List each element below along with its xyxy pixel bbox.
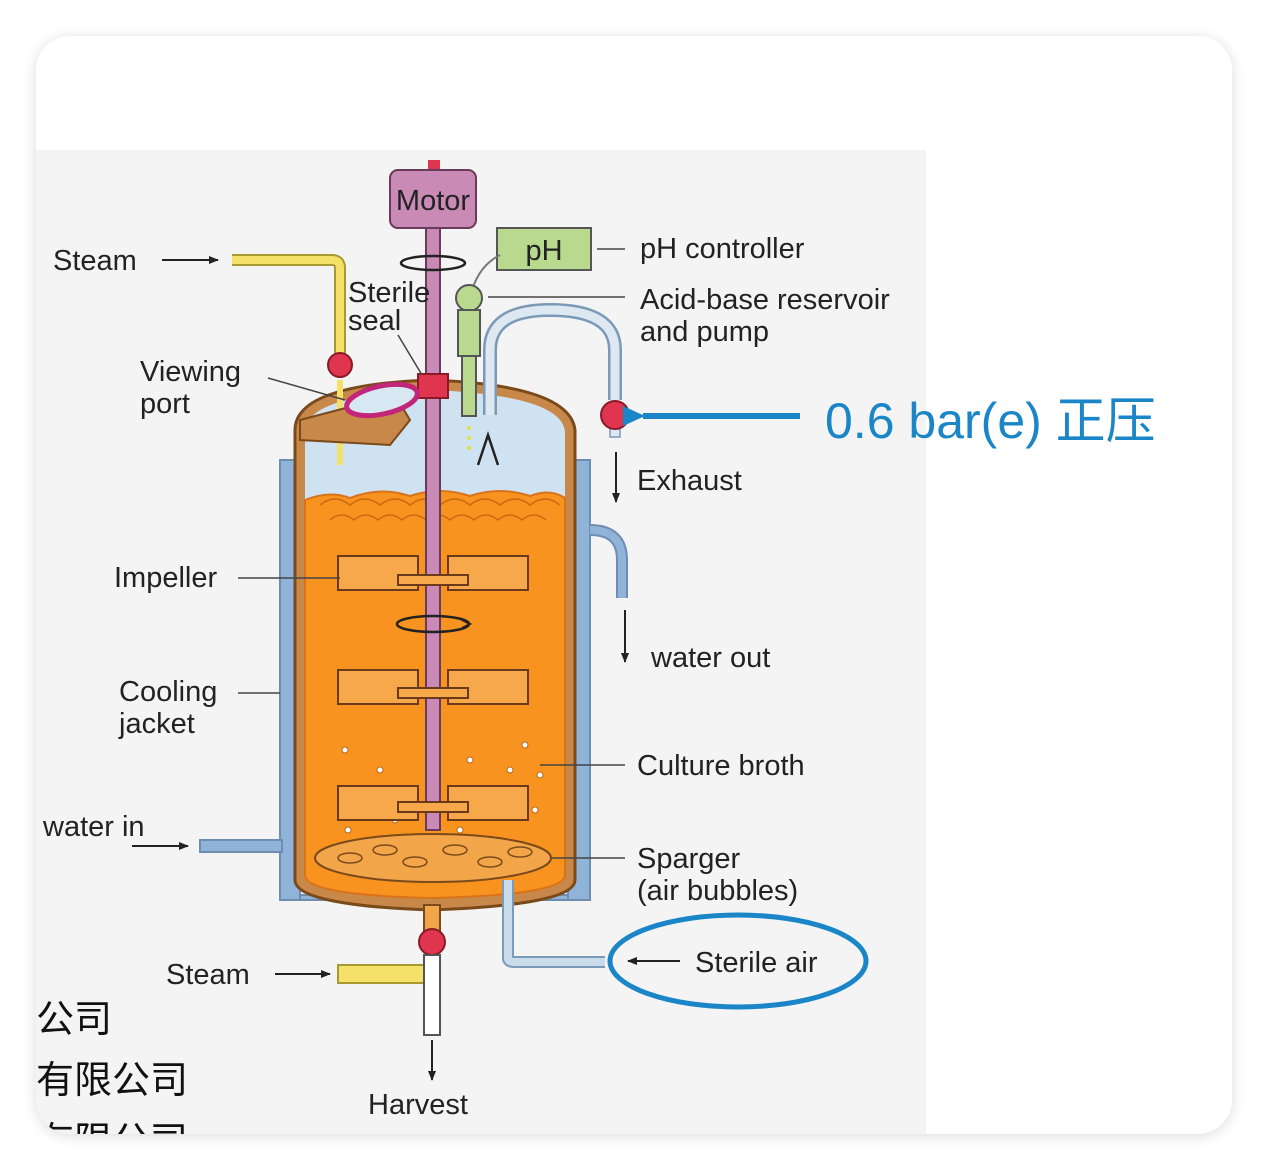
label-sparger: Sparger [637,843,741,875]
pressure-annotation: 0.6 bar(e) 正压 [825,393,1156,449]
label-ph-controller: pH controller [640,233,805,265]
motor-box [389,169,477,229]
impeller-shaft [425,224,441,831]
ph-box [496,227,592,271]
water-out-pipe [589,526,626,598]
label-harvest: Harvest [368,1089,468,1121]
label-water-in: water in [42,811,145,843]
label-port: port [140,388,190,420]
label-sterile-air: Sterile air [695,947,818,979]
label-impeller: Impeller [114,562,217,594]
label-seal: seal [348,305,401,337]
overlay-text-1: 公司 [36,997,113,1041]
motor-label: Motor [396,185,470,217]
sterile-air-pipe [504,880,605,966]
acid-base-tube [461,355,477,417]
exhaust-pipe [485,305,620,415]
sterile-air-highlight [607,912,869,1010]
acid-base-pump [455,284,483,312]
sterile-seal [417,373,449,399]
label-sterile: Sterile [348,277,430,309]
overlay-text-2: 有限公司 [36,1058,189,1102]
label-exhaust: Exhaust [637,465,742,497]
label-viewing: Viewing [140,356,241,388]
label-water-out: water out [650,642,770,674]
rotation-arrow-top [399,254,467,272]
impellers [337,555,529,821]
overlay-text-3: 有限公司 [36,1118,188,1134]
bioreactor-diagram: Motor pH [36,150,1156,1134]
diagram-card: Motor pH [36,36,1232,1134]
label-acid-base: Acid-base reservoir [640,284,890,316]
water-in-pipe [199,839,283,853]
harvest-pipe [423,954,441,1036]
sparger-plate [314,833,552,883]
harvest-valve [418,928,446,956]
label-culture-broth: Culture broth [637,750,805,782]
label-steam-top: Steam [53,245,137,277]
label-air-bubbles: (air bubbles) [637,875,798,907]
label-and-pump: and pump [640,316,769,348]
steam-pipe-top [232,256,344,360]
steam-valve-top [327,352,353,378]
exhaust-valve [600,400,630,430]
label-jacket: jacket [118,708,195,740]
ph-box-label: pH [525,235,562,267]
label-cooling: Cooling [119,676,217,708]
label-steam-bottom: Steam [166,959,250,991]
